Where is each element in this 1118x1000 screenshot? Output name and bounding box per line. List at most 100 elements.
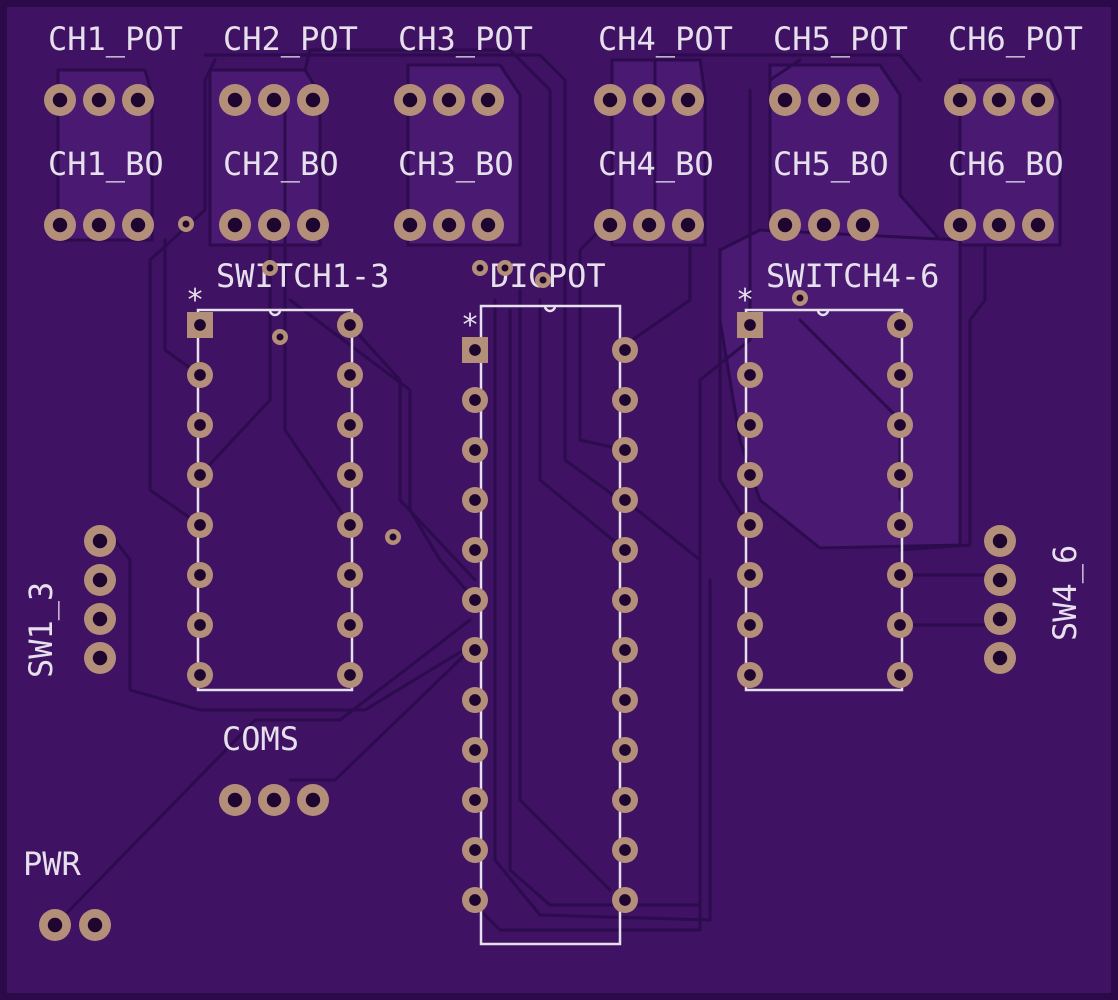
- pad-switch1-3-left-3-hole: [194, 419, 206, 431]
- pad-digpot-right-5-hole: [619, 544, 631, 556]
- pad-ch3-pot-3-hole: [480, 92, 496, 108]
- pad-switch1-3-left-4-hole: [194, 469, 206, 481]
- pad-ch1-pot-3-hole: [130, 92, 146, 108]
- pad-switch4-6-right-1-hole: [894, 319, 906, 331]
- pad-ch6-pot-2-hole: [991, 92, 1007, 108]
- via-8-hole: [796, 294, 804, 302]
- pad-coms-2-hole: [266, 792, 282, 808]
- pad-ch2-bo-2-hole: [266, 217, 282, 233]
- pin1-marker-switch1-3: *: [186, 283, 204, 318]
- silkscreen-outlines: [196, 304, 904, 946]
- pin1-marker-digpot: *: [461, 308, 479, 343]
- pad-ch5-pot-2-hole: [816, 92, 832, 108]
- pad-ch5-bo-2-hole: [816, 217, 832, 233]
- pad-sw4-6-2-hole: [992, 572, 1008, 588]
- pad-ch6-pot-3-hole: [1030, 92, 1046, 108]
- pad-ch2-pot-1-hole: [227, 92, 243, 108]
- pad-ch5-pot-1-hole: [777, 92, 793, 108]
- pad-sw4-6-4-hole: [992, 650, 1008, 666]
- label-sw4-6: SW4_6: [1046, 545, 1084, 641]
- digpot-outline: [479, 304, 622, 946]
- pad-sw4-6-1-hole: [992, 533, 1008, 549]
- pad-sw1-3-1-hole: [92, 533, 108, 549]
- pad-coms-3-hole: [305, 792, 321, 808]
- pad-digpot-left-9-hole: [469, 744, 481, 756]
- pad-ch2-bo-3-hole: [305, 217, 321, 233]
- pad-digpot-left-10-hole: [469, 794, 481, 806]
- pad-digpot-left-7-hole: [469, 644, 481, 656]
- pad-sw4-6-3-hole: [992, 611, 1008, 627]
- label-ch2-bo: CH2_BO: [223, 145, 339, 183]
- pad-switch1-3-left-8-hole: [194, 669, 206, 681]
- pad-sw1-3-3-hole: [92, 611, 108, 627]
- switch1-3-outline: [196, 308, 354, 692]
- pad-ch6-pot-1-hole: [952, 92, 968, 108]
- pad-ch1-bo-2-hole: [91, 217, 107, 233]
- label-ch6-bo: CH6_BO: [948, 145, 1064, 183]
- pad-switch4-6-right-6-hole: [894, 569, 906, 581]
- pads-layer: [39, 84, 1054, 941]
- label-switch4-6: SWITCH4-6: [766, 257, 939, 295]
- pad-digpot-right-3-hole: [619, 444, 631, 456]
- pad-ch2-pot-2-hole: [266, 92, 282, 108]
- pad-digpot-left-8-hole: [469, 694, 481, 706]
- pad-ch1-bo-1-hole: [52, 217, 68, 233]
- label-ch2-pot: CH2_POT: [223, 20, 358, 58]
- pad-switch1-3-left-2-hole: [194, 369, 206, 381]
- pad-switch1-3-right-2-hole: [344, 369, 356, 381]
- pad-switch4-6-left-5-hole: [744, 519, 756, 531]
- pad-switch1-3-left-7-hole: [194, 619, 206, 631]
- pad-switch4-6-left-4-hole: [744, 469, 756, 481]
- pad-ch1-bo-3-hole: [130, 217, 146, 233]
- pad-ch4-pot-3-hole: [680, 92, 696, 108]
- pad-digpot-left-11-hole: [469, 844, 481, 856]
- pad-ch6-bo-1-hole: [952, 217, 968, 233]
- pad-switch4-6-left-2-hole: [744, 369, 756, 381]
- label-ch5-pot: CH5_POT: [773, 20, 908, 58]
- pad-ch3-bo-3-hole: [480, 217, 496, 233]
- pad-sw1-3-4-hole: [92, 650, 108, 666]
- pad-digpot-left-6-hole: [469, 594, 481, 606]
- pad-ch4-pot-1-hole: [602, 92, 618, 108]
- via-5-hole: [476, 264, 484, 272]
- label-ch4-pot: CH4_POT: [598, 20, 733, 58]
- pad-switch1-3-left-5-hole: [194, 519, 206, 531]
- pad-switch1-3-right-5-hole: [344, 519, 356, 531]
- pad-digpot-right-12-hole: [619, 894, 631, 906]
- pad-ch5-bo-1-hole: [777, 217, 793, 233]
- pad-ch4-bo-1-hole: [602, 217, 618, 233]
- pad-ch4-bo-2-hole: [641, 217, 657, 233]
- pad-switch1-3-right-1-hole: [344, 319, 356, 331]
- pad-digpot-right-1-hole: [619, 344, 631, 356]
- pad-switch1-3-right-8-hole: [344, 669, 356, 681]
- pad-digpot-right-7-hole: [619, 644, 631, 656]
- pad-ch4-bo-3-hole: [680, 217, 696, 233]
- via-3-hole: [276, 333, 284, 341]
- pad-digpot-right-9-hole: [619, 744, 631, 756]
- pad-ch1-pot-2-hole: [91, 92, 107, 108]
- label-ch3-pot: CH3_POT: [398, 20, 533, 58]
- pad-switch4-6-right-8-hole: [894, 669, 906, 681]
- pad-switch4-6-left-6-hole: [744, 569, 756, 581]
- switch4-6-outline: [744, 308, 904, 692]
- pad-ch4-pot-2-hole: [641, 92, 657, 108]
- pad-digpot-left-2-hole: [469, 394, 481, 406]
- vias-layer: [178, 216, 808, 545]
- pad-digpot-right-10-hole: [619, 794, 631, 806]
- pad-switch1-3-right-6-hole: [344, 569, 356, 581]
- label-ch1-bo: CH1_BO: [48, 145, 164, 183]
- label-switch1-3: SWITCH1-3: [216, 257, 389, 295]
- pad-ch5-bo-3-hole: [855, 217, 871, 233]
- pad-switch4-6-right-5-hole: [894, 519, 906, 531]
- pad-switch1-3-right-3-hole: [344, 419, 356, 431]
- pad-digpot-left-3-hole: [469, 444, 481, 456]
- pad-switch4-6-right-2-hole: [894, 369, 906, 381]
- pad-digpot-right-6-hole: [619, 594, 631, 606]
- pad-ch6-bo-2-hole: [991, 217, 1007, 233]
- pin1-marker-switch4-6: *: [736, 283, 754, 318]
- pad-ch1-pot-1-hole: [52, 92, 68, 108]
- pad-digpot-left-12-hole: [469, 894, 481, 906]
- pad-ch3-pot-1-hole: [402, 92, 418, 108]
- pad-switch4-6-left-7-hole: [744, 619, 756, 631]
